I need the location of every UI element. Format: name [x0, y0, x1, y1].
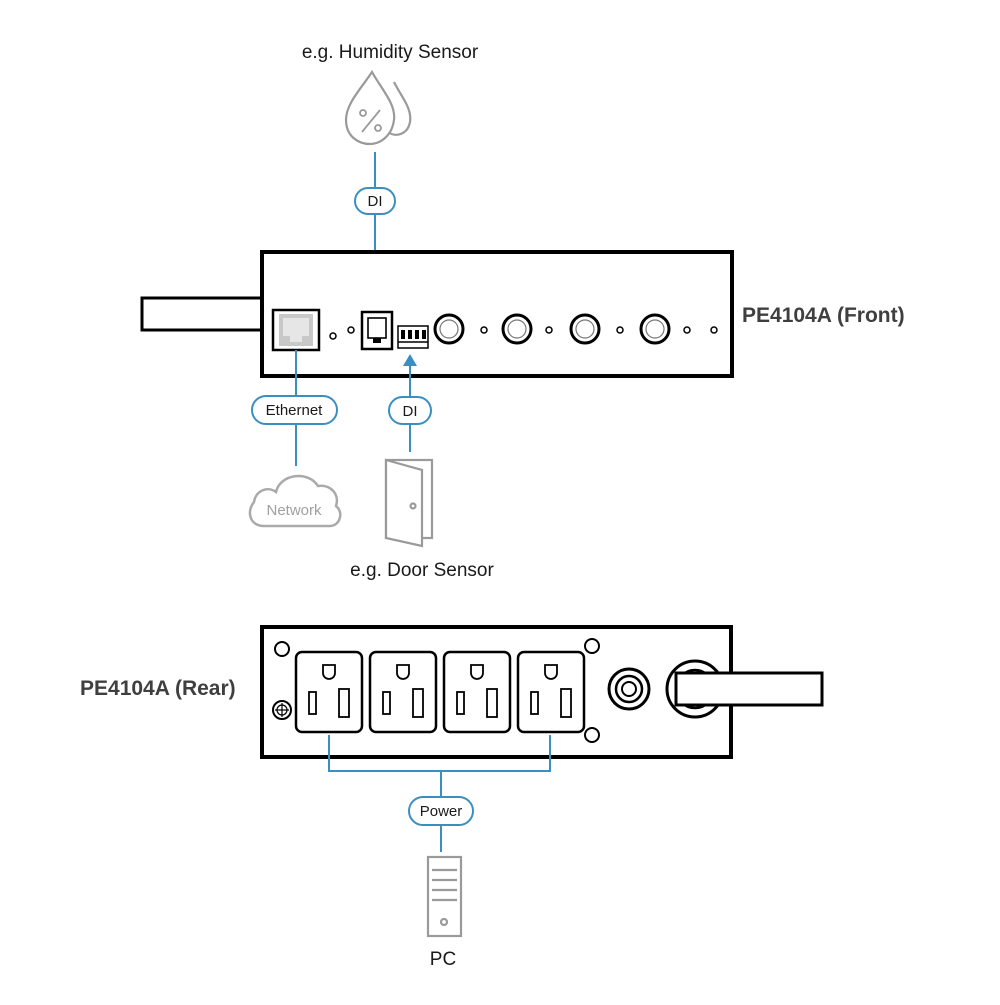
rear-outlets	[294, 650, 586, 734]
digital-input-terminal	[397, 325, 429, 349]
outlet-button-2	[501, 313, 533, 345]
outlet-button-4	[639, 313, 671, 345]
power-connector	[328, 735, 551, 852]
led-indicator	[329, 332, 337, 340]
front-panel-title: PE4104A (Front)	[742, 304, 905, 327]
power-pill: Power	[408, 796, 474, 826]
mounting-hole	[584, 638, 600, 654]
door-di-connector	[403, 354, 417, 452]
ac-outlet-4	[516, 650, 586, 734]
pc-caption: PC	[430, 949, 456, 970]
mounting-hole	[274, 641, 290, 657]
humidity-drop-icon	[344, 69, 412, 146]
ethernet-label: Ethernet	[266, 402, 324, 419]
led-indicator	[710, 326, 718, 334]
led-indicator	[347, 326, 355, 334]
network-label: Network	[266, 502, 322, 519]
mounting-hole	[584, 727, 600, 743]
ground-screw-icon	[272, 700, 292, 720]
rear-panel-title: PE4104A (Rear)	[80, 677, 236, 700]
led-indicator	[545, 326, 553, 334]
power-label: Power	[420, 803, 463, 820]
ethernet-pill: Ethernet	[251, 395, 338, 425]
rear-power-cord	[665, 659, 824, 719]
led-indicator	[616, 326, 624, 334]
ac-outlet-1	[294, 650, 364, 734]
door-icon	[384, 458, 434, 548]
circuit-breaker	[607, 667, 651, 711]
rj11-sensor-port	[360, 310, 394, 351]
cloud-icon: Network	[248, 474, 342, 528]
ethernet-port	[271, 308, 321, 352]
led-indicator	[683, 326, 691, 334]
humidity-sensor-caption: e.g. Humidity Sensor	[302, 42, 479, 63]
di-top-label: DI	[368, 193, 383, 210]
di-pill-top: DI	[354, 187, 396, 215]
di-bottom-label: DI	[403, 403, 418, 420]
pc-tower-icon	[426, 855, 463, 938]
led-indicator	[480, 326, 488, 334]
outlet-button-1	[433, 313, 465, 345]
ac-outlet-3	[442, 650, 512, 734]
front-power-cord	[140, 296, 264, 332]
ac-outlet-2	[368, 650, 438, 734]
door-sensor-caption: e.g. Door Sensor	[350, 560, 494, 581]
di-pill-bottom: DI	[388, 396, 432, 425]
front-panel	[260, 250, 734, 378]
outlet-button-3	[569, 313, 601, 345]
